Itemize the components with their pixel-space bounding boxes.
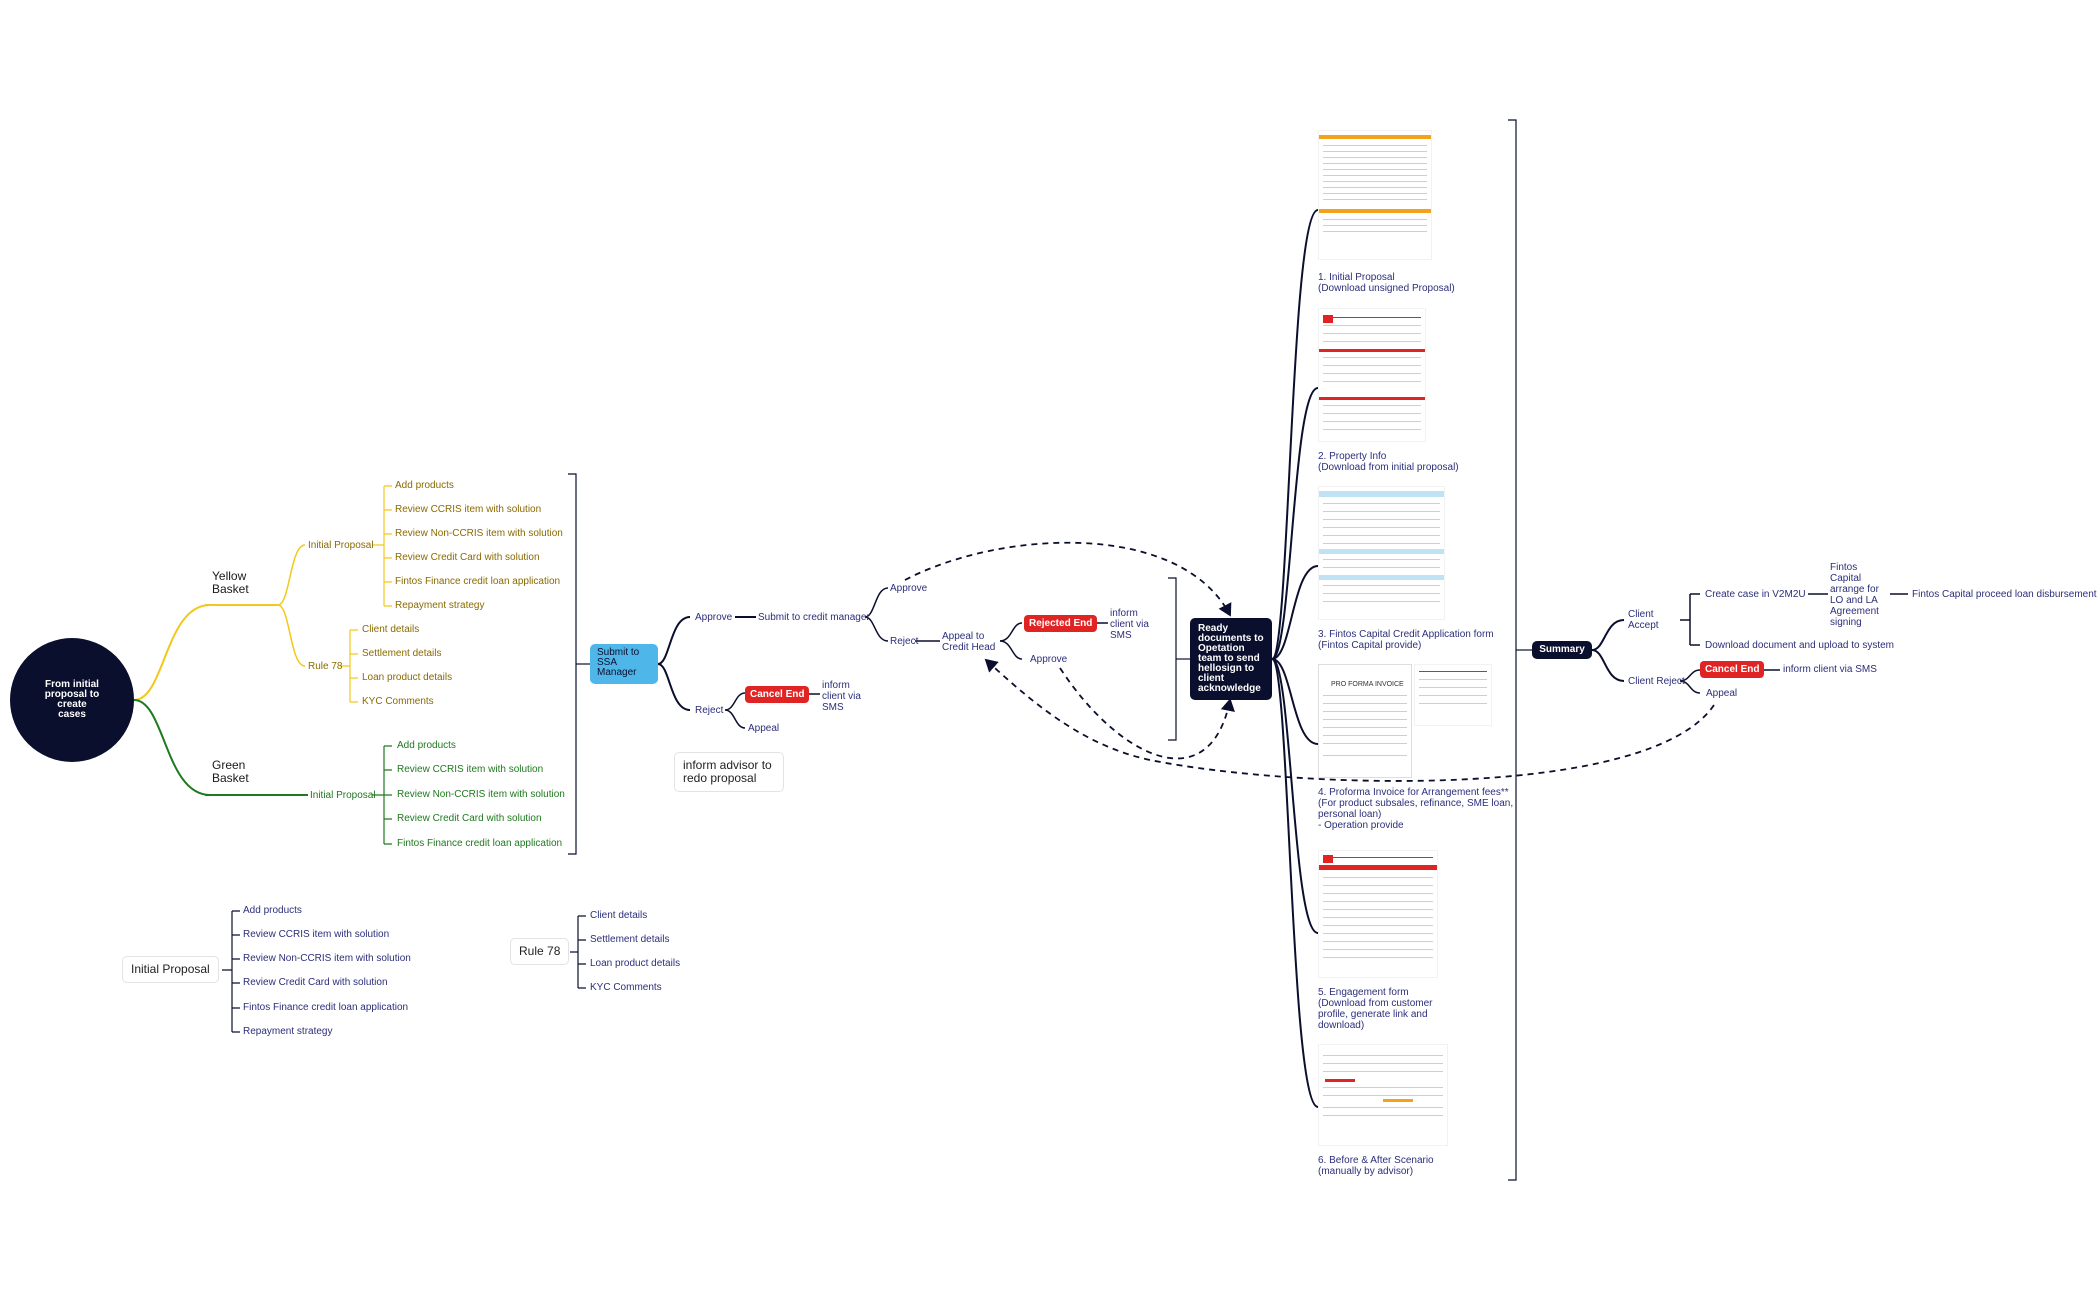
invoice-title: PRO FORMA INVOICE <box>1331 681 1404 688</box>
submit-ssa-node[interactable]: Submit to SSA Manager <box>590 644 658 684</box>
cm-approve[interactable]: Approve <box>890 583 928 594</box>
legend-rule-item[interactable]: KYC Comments <box>590 982 662 993</box>
root-label: From initial proposal to create cases <box>44 679 100 720</box>
green-ip-item[interactable]: Review CCRIS item with solution <box>397 764 544 775</box>
green-ip-item[interactable]: Fintos Finance credit loan application <box>397 838 563 849</box>
cancel-end-badge-2[interactable]: Cancel End <box>1700 661 1765 678</box>
legend-rule78[interactable]: Rule 78 <box>510 938 570 965</box>
doc-thumb-proforma-invoice: PRO FORMA INVOICE <box>1318 664 1412 778</box>
green-ip-item[interactable]: Add products <box>397 740 456 751</box>
cm-reject[interactable]: Reject <box>890 636 919 647</box>
yellow-rule-item[interactable]: KYC Comments <box>362 696 434 707</box>
yellow-initial-proposal[interactable]: Initial Proposal <box>308 540 374 551</box>
yellow-basket-label[interactable]: Yellow Basket <box>212 569 249 596</box>
doc-thumb-engagement-form <box>1318 850 1438 978</box>
client-reject[interactable]: Client Reject <box>1628 676 1685 687</box>
legend-ip-item[interactable]: Review Credit Card with solution <box>243 977 388 988</box>
doc-thumb-property-info <box>1318 308 1426 442</box>
submit-credit-manager[interactable]: Submit to credit manager <box>758 612 870 623</box>
yellow-rule-item[interactable]: Client details <box>362 624 420 635</box>
doc-label-6[interactable]: 6. Before & After Scenario (manually by … <box>1318 1155 1434 1177</box>
doc-label-5[interactable]: 5. Engagement form (Download from custom… <box>1318 987 1433 1031</box>
client-accept[interactable]: Client Accept <box>1628 609 1659 631</box>
green-basket-label[interactable]: Green Basket <box>212 758 249 785</box>
green-initial-proposal[interactable]: Initial Proposal <box>310 790 376 801</box>
create-case[interactable]: Create case in V2M2U <box>1705 589 1806 600</box>
proceed-disbursement[interactable]: Fintos Capital proceed loan disbursement <box>1912 589 2097 600</box>
cancel-end-badge[interactable]: Cancel End <box>745 686 810 703</box>
doc-label-4[interactable]: 4. Proforma Invoice for Arrangement fees… <box>1318 787 1514 831</box>
doc-thumb-before-after <box>1318 1044 1448 1146</box>
root-node[interactable]: From initial proposal to create cases <box>10 638 134 762</box>
head-approve[interactable]: Approve <box>1030 654 1068 665</box>
summary-appeal[interactable]: Appeal <box>1706 688 1738 699</box>
doc-label-2[interactable]: 2. Property Info (Download from initial … <box>1318 451 1459 473</box>
summary-node[interactable]: Summary <box>1532 641 1592 659</box>
inform-sms-2[interactable]: inform client via SMS <box>1110 608 1149 641</box>
legend-ip-item[interactable]: Repayment strategy <box>243 1026 333 1037</box>
inform-sms[interactable]: inform client via SMS <box>822 680 861 713</box>
legend-ip-item[interactable]: Review CCRIS item with solution <box>243 929 390 940</box>
rejected-end-badge[interactable]: Rejected End <box>1024 615 1098 632</box>
green-ip-item[interactable]: Review Credit Card with solution <box>397 813 542 824</box>
yellow-rule78[interactable]: Rule 78 <box>308 661 343 672</box>
legend-rule-item[interactable]: Client details <box>590 910 648 921</box>
appeal-credit-head[interactable]: Appeal to Credit Head <box>942 631 996 653</box>
reject-label[interactable]: Reject <box>695 705 724 716</box>
arrange-signing[interactable]: Fintos Capital arrange for LO and LA Agr… <box>1830 562 1879 628</box>
legend-initial-proposal[interactable]: Initial Proposal <box>122 956 219 983</box>
green-ip-item[interactable]: Review Non-CCRIS item with solution <box>397 789 565 800</box>
inform-sms-3[interactable]: inform client via SMS <box>1783 664 1877 675</box>
legend-ip-item[interactable]: Add products <box>243 905 302 916</box>
legend-ip-item[interactable]: Review Non-CCRIS item with solution <box>243 953 411 964</box>
yellow-ip-item[interactable]: Repayment strategy <box>395 600 485 611</box>
ready-documents-node[interactable]: Ready documents to Opetation team to sen… <box>1190 618 1272 700</box>
doc-thumb-credit-application <box>1318 486 1445 620</box>
yellow-ip-item[interactable]: Review Non-CCRIS item with solution <box>395 528 563 539</box>
redo-proposal-note[interactable]: inform advisor to redo proposal <box>674 752 784 792</box>
approve-label[interactable]: Approve <box>695 612 733 623</box>
legend-ip-item[interactable]: Fintos Finance credit loan application <box>243 1002 409 1013</box>
yellow-ip-item[interactable]: Add products <box>395 480 454 491</box>
doc-thumb-proforma-invoice-2 <box>1414 664 1492 726</box>
yellow-ip-item[interactable]: Review Credit Card with solution <box>395 552 540 563</box>
yellow-rule-item[interactable]: Settlement details <box>362 648 442 659</box>
doc-label-1[interactable]: 1. Initial Proposal (Download unsigned P… <box>1318 272 1455 294</box>
download-upload[interactable]: Download document and upload to system <box>1705 640 1895 651</box>
doc-thumb-initial-proposal <box>1318 130 1432 260</box>
legend-rule-item[interactable]: Loan product details <box>590 958 681 969</box>
yellow-ip-item[interactable]: Fintos Finance credit loan application <box>395 576 561 587</box>
legend-rule-item[interactable]: Settlement details <box>590 934 670 945</box>
doc-label-3[interactable]: 3. Fintos Capital Credit Application for… <box>1318 629 1494 651</box>
yellow-rule-item[interactable]: Loan product details <box>362 672 453 683</box>
appeal-label[interactable]: Appeal <box>748 723 780 734</box>
yellow-ip-item[interactable]: Review CCRIS item with solution <box>395 504 542 515</box>
